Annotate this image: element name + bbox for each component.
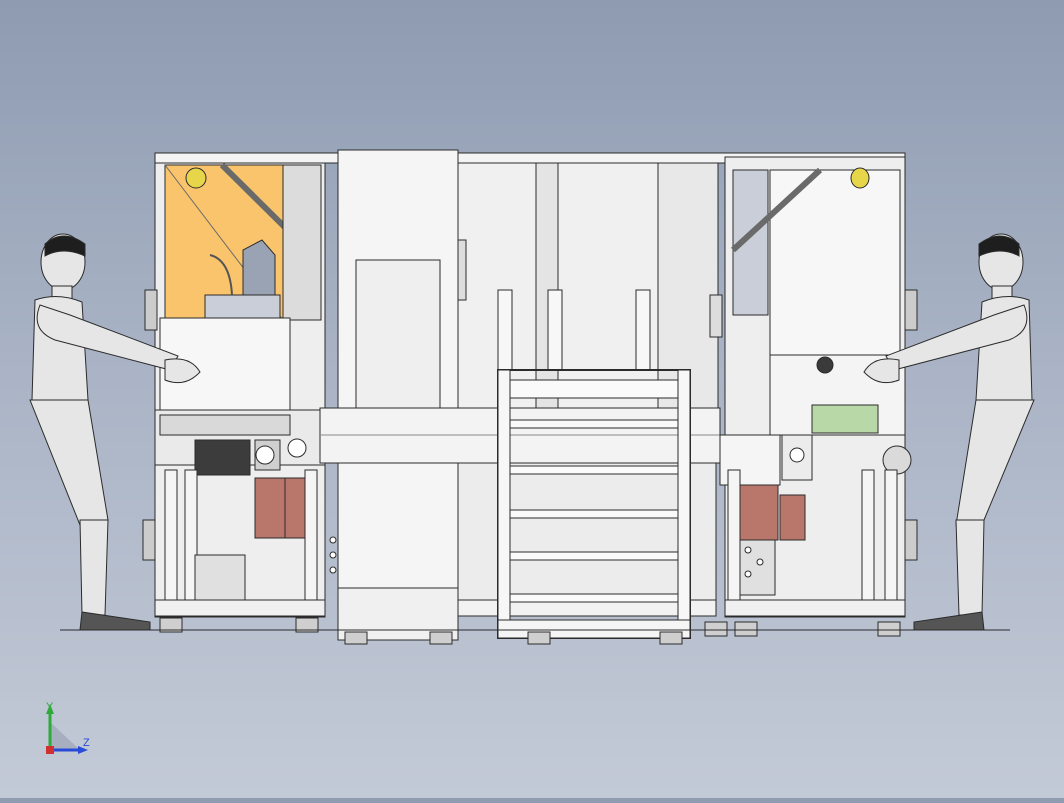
y-arrow-icon <box>46 704 54 714</box>
right-cabinet <box>719 156 918 618</box>
z-arrow-icon <box>78 746 88 754</box>
y-axis-label: Y <box>46 701 54 713</box>
indicator-light-right <box>850 167 870 189</box>
triad-plane <box>50 722 80 750</box>
indicator-light <box>185 167 207 189</box>
human-figure-right <box>863 233 1035 631</box>
casters <box>159 617 901 645</box>
motor-copper-left <box>254 477 286 539</box>
center-column <box>329 149 459 641</box>
axis-triad: Y Z <box>46 701 90 754</box>
left-cabinet <box>142 156 326 618</box>
origin-marker <box>46 746 54 754</box>
human-figure-left <box>29 233 201 631</box>
motor-block <box>194 439 251 476</box>
front-cart <box>497 369 691 639</box>
z-axis-label: Z <box>83 737 90 749</box>
machine-assembly <box>142 149 918 645</box>
motor-copper-right <box>739 484 779 541</box>
